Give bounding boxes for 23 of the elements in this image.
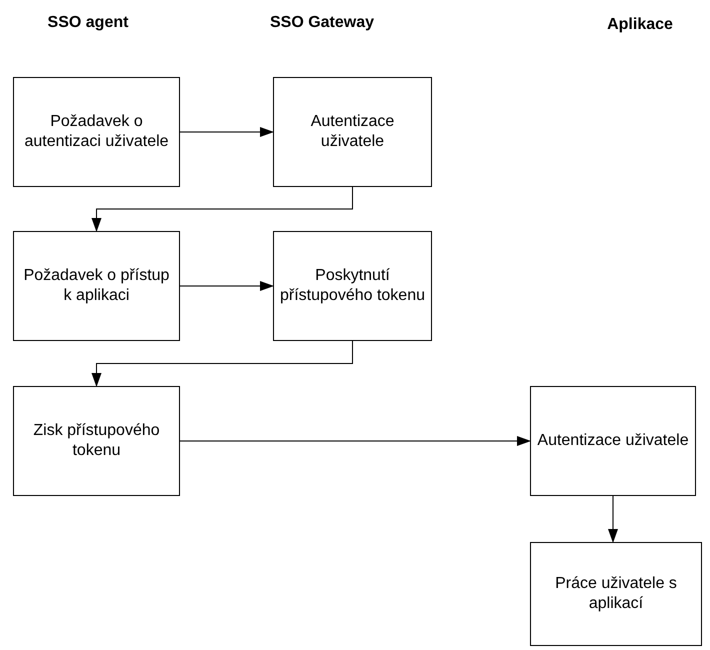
arrow bbox=[180, 436, 531, 446]
arrow bbox=[180, 281, 274, 291]
box-text: Požadavek o autentizaci uživatele bbox=[23, 112, 170, 152]
process-box bbox=[273, 77, 432, 187]
box-text: Práce uživatele s aplikací bbox=[554, 574, 678, 614]
process-box bbox=[530, 542, 702, 646]
box-text: Zisk přístupového tokenu bbox=[32, 421, 161, 461]
arrow bbox=[92, 340, 353, 387]
process-box bbox=[13, 386, 180, 496]
process-box bbox=[273, 231, 432, 341]
column-heading: SSO Gateway bbox=[270, 14, 374, 32]
box-text: Požadavek o přístup k aplikaci bbox=[22, 266, 170, 306]
process-box bbox=[13, 231, 180, 341]
process-box bbox=[13, 77, 180, 187]
arrow bbox=[608, 496, 618, 543]
box-text: Autentizace uživatele bbox=[310, 112, 396, 152]
box-text: Poskytnutí přístupového tokenu bbox=[280, 266, 425, 306]
box-text: Autentizace uživatele bbox=[537, 431, 689, 451]
arrow bbox=[180, 127, 274, 137]
process-box bbox=[530, 386, 696, 496]
column-heading: SSO agent bbox=[48, 14, 128, 32]
arrow bbox=[92, 186, 353, 232]
column-heading: Aplikace bbox=[607, 16, 673, 34]
